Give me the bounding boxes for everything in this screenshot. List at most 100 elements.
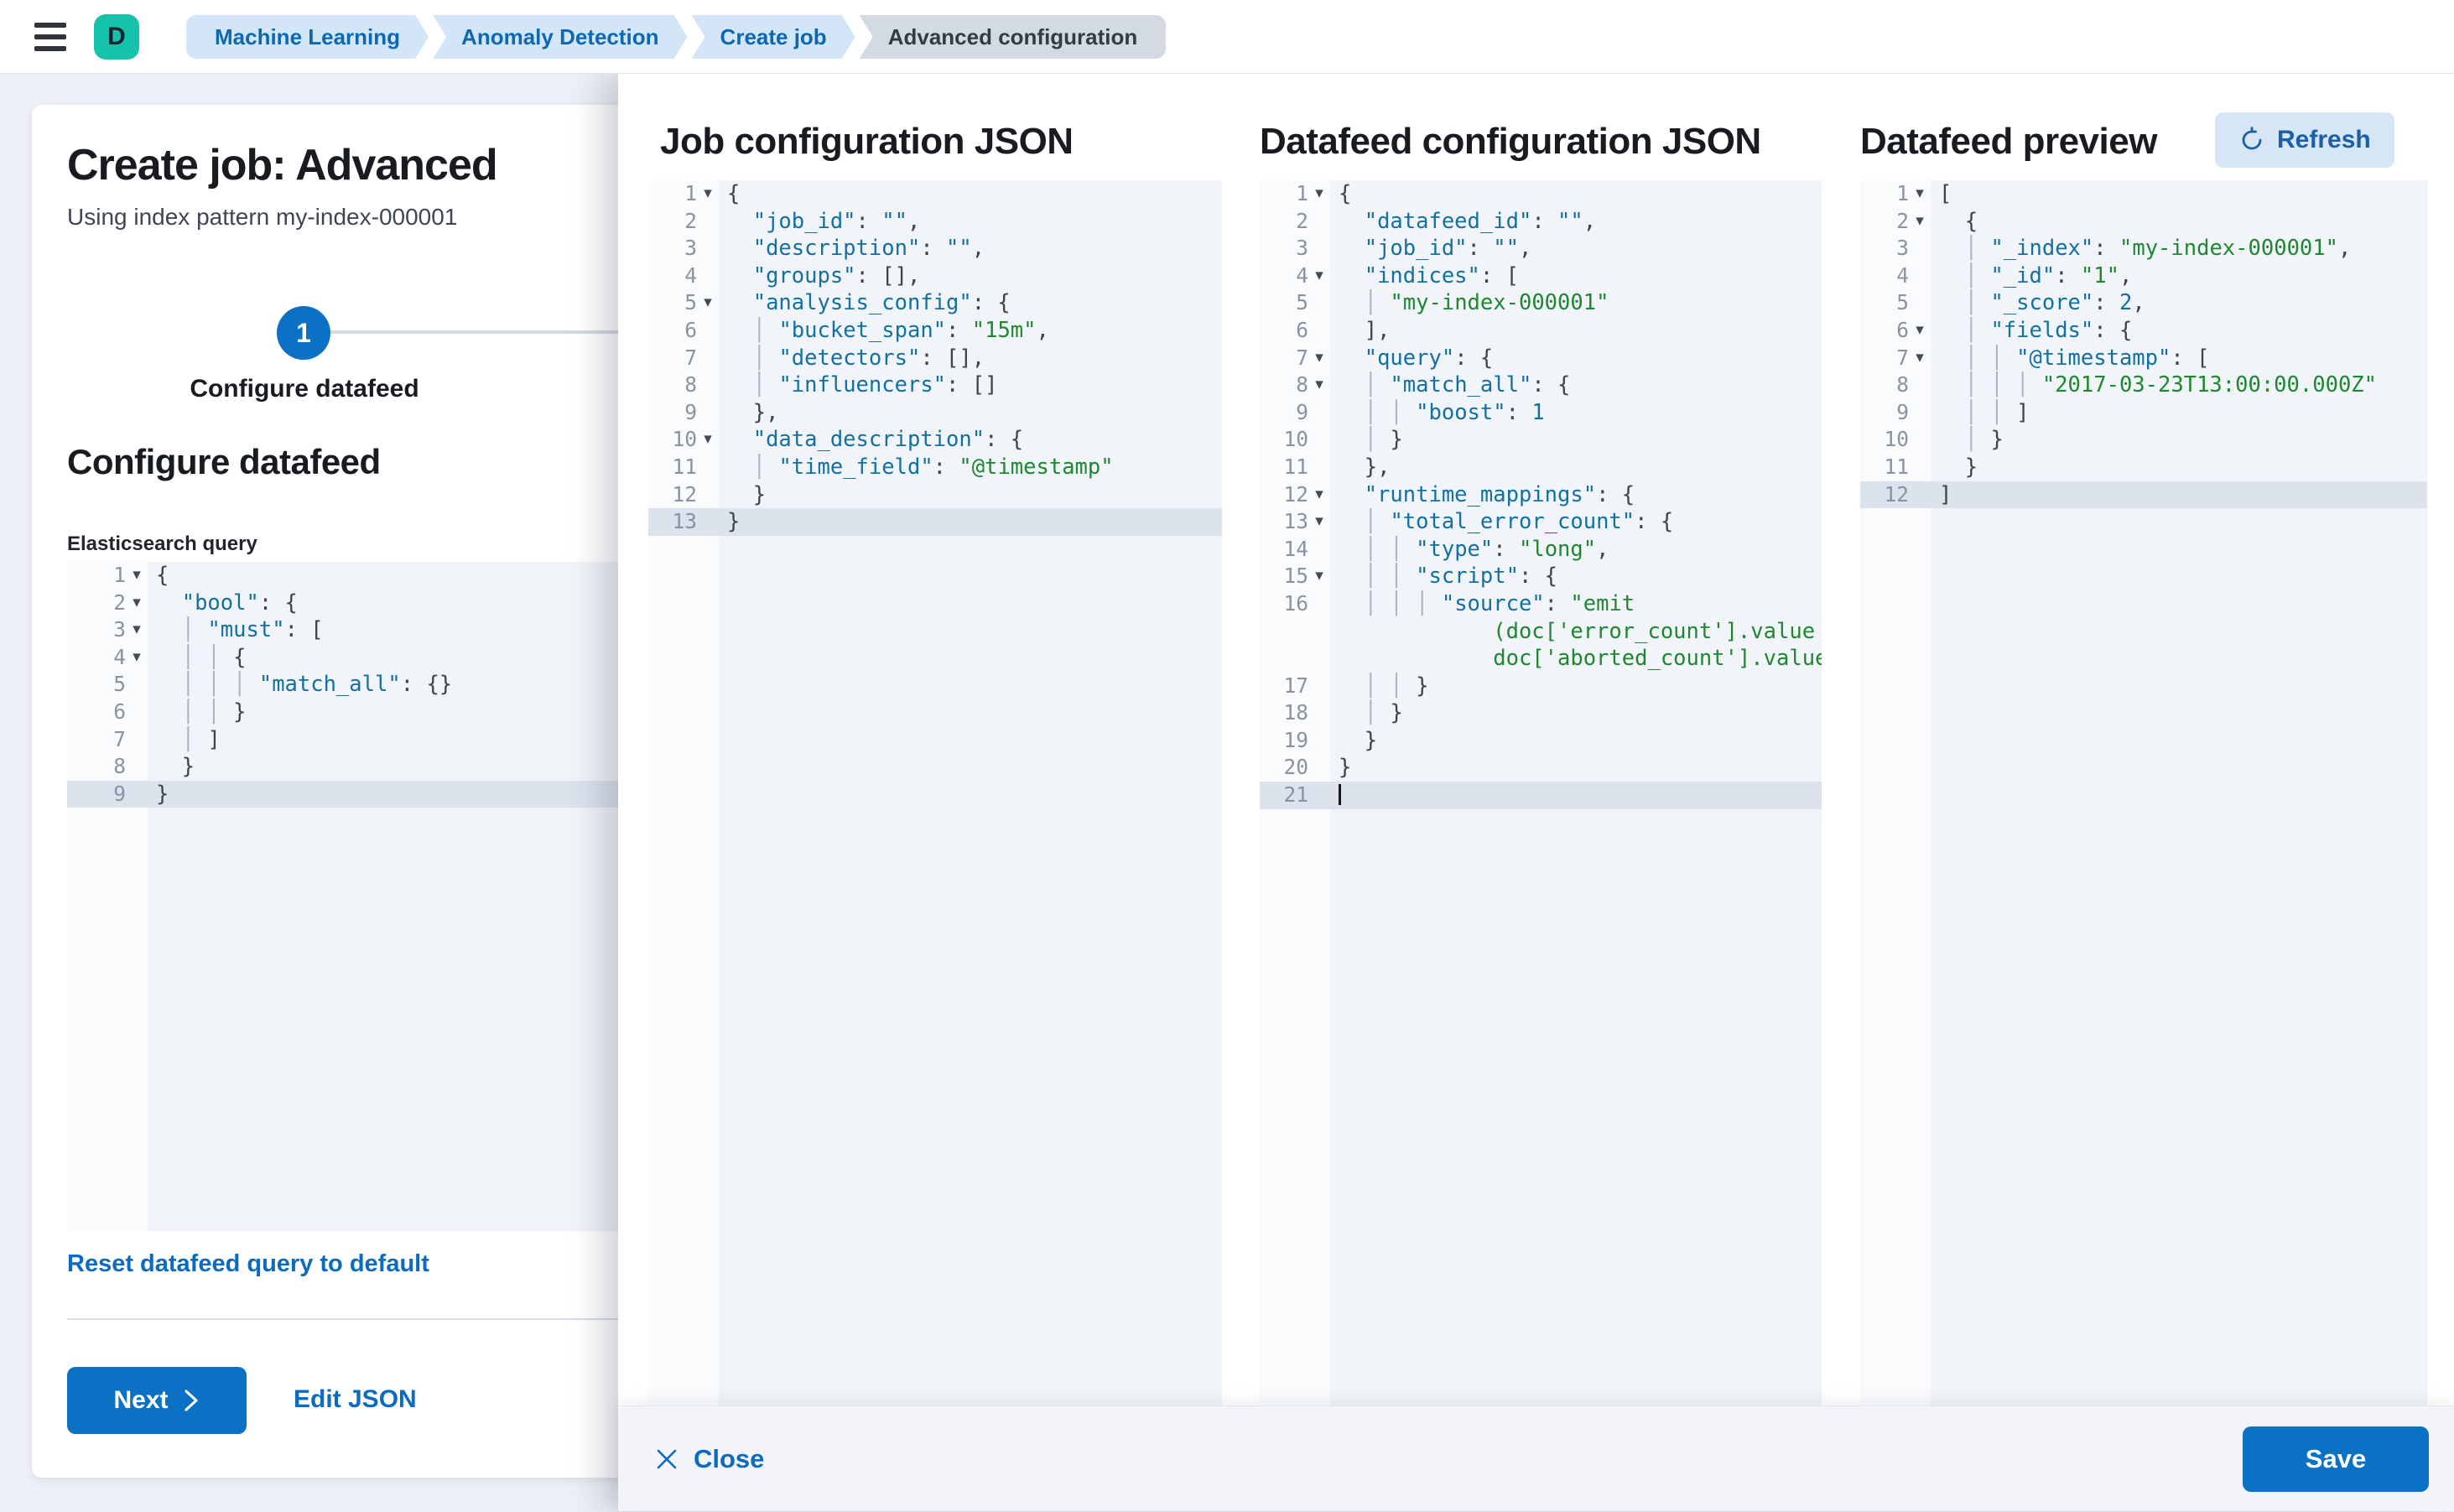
code-line[interactable]: 1▾{ <box>648 180 1222 208</box>
fold-arrow-icon[interactable]: ▾ <box>133 566 141 584</box>
fold-arrow-icon[interactable]: ▾ <box>1315 512 1323 531</box>
code-line[interactable]: 5 │ "_score": 2, <box>1860 289 2427 317</box>
code-line[interactable]: 8 } <box>67 753 629 781</box>
step-indicator[interactable]: 1 <box>277 306 330 360</box>
code-line[interactable]: 2 "datafeed_id": "", <box>1260 208 1822 236</box>
code-line-wrap[interactable]: doc['aborted_count'].value)" <box>1260 645 1822 673</box>
fold-arrow-icon[interactable]: ▾ <box>133 593 141 611</box>
fold-arrow-icon[interactable]: ▾ <box>1315 348 1323 366</box>
breadcrumb-item[interactable]: Machine Learning <box>186 15 429 59</box>
code-line[interactable]: 2 "job_id": "", <box>648 208 1222 236</box>
fold-arrow-icon[interactable]: ▾ <box>133 621 141 639</box>
line-gutter[interactable]: 7▾ <box>1860 345 1931 372</box>
fold-arrow-icon[interactable]: ▾ <box>704 294 712 312</box>
code-line[interactable]: 21 <box>1260 782 1822 809</box>
fold-arrow-icon[interactable]: ▾ <box>1916 320 1924 339</box>
code-line[interactable]: 7▾ "query": { <box>1260 345 1822 372</box>
code-line[interactable]: 12 } <box>648 481 1222 509</box>
code-line[interactable]: 6▾ │ "fields": { <box>1860 317 2427 345</box>
reset-datafeed-query-link[interactable]: Reset datafeed query to default <box>67 1250 429 1277</box>
code-line[interactable]: 15▾ │ │ "script": { <box>1260 563 1822 590</box>
menu-icon[interactable] <box>34 23 66 51</box>
code-line[interactable]: 4 │ "_id": "1", <box>1860 262 2427 290</box>
code-line[interactable]: 20} <box>1260 754 1822 782</box>
code-line[interactable]: 5 │ │ │ "match_all": {} <box>67 671 629 699</box>
line-gutter[interactable]: 2▾ <box>1860 208 1931 236</box>
code-line[interactable]: 18 │ } <box>1260 699 1822 727</box>
code-line[interactable]: 9 }, <box>648 399 1222 427</box>
fold-arrow-icon[interactable]: ▾ <box>1315 184 1323 202</box>
code-line[interactable]: 4▾ "indices": [ <box>1260 262 1822 290</box>
edit-json-link[interactable]: Edit JSON <box>294 1385 417 1413</box>
job-config-editor[interactable]: 1▾{2 "job_id": "",3 "description": "",4 … <box>648 180 1222 1405</box>
code-line[interactable]: 7▾ │ │ "@timestamp": [ <box>1860 345 2427 372</box>
fold-arrow-icon[interactable]: ▾ <box>704 430 712 449</box>
code-line[interactable]: 6 │ │ } <box>67 699 629 726</box>
code-line[interactable]: 2▾ "bool": { <box>67 590 629 617</box>
code-line[interactable]: 1▾[ <box>1860 180 2427 208</box>
code-line[interactable]: 17 │ │ } <box>1260 673 1822 700</box>
code-line[interactable]: 4▾ │ │ { <box>67 644 629 672</box>
next-button[interactable]: Next <box>67 1367 247 1434</box>
line-gutter[interactable]: 7▾ <box>1260 345 1330 372</box>
code-line[interactable]: 7 │ "detectors": [], <box>648 345 1222 372</box>
code-line[interactable]: 10 │ } <box>1260 426 1822 454</box>
line-gutter[interactable]: 1▾ <box>648 180 719 208</box>
code-line-wrap[interactable]: (doc['error_count'].value + <box>1260 618 1822 646</box>
line-gutter[interactable]: 10▾ <box>648 426 719 454</box>
code-line[interactable]: 5 │ "my-index-000001" <box>1260 289 1822 317</box>
code-line[interactable]: 14 │ │ "type": "long", <box>1260 536 1822 564</box>
fold-arrow-icon[interactable]: ▾ <box>704 184 712 202</box>
fold-arrow-icon[interactable]: ▾ <box>1315 266 1323 284</box>
code-line[interactable]: 3 "job_id": "", <box>1260 235 1822 262</box>
code-line[interactable]: 3 "description": "", <box>648 235 1222 262</box>
code-line[interactable]: 1▾{ <box>1260 180 1822 208</box>
code-line[interactable]: 7 │ ] <box>67 726 629 754</box>
line-gutter[interactable]: 13▾ <box>1260 508 1330 536</box>
datafeed-preview-editor[interactable]: 1▾[2▾ {3 │ "_index": "my-index-000001",4… <box>1860 180 2427 1405</box>
code-line[interactable]: 9} <box>67 780 629 808</box>
line-gutter[interactable]: 1▾ <box>67 562 148 590</box>
code-line[interactable]: 11 } <box>1860 454 2427 481</box>
code-line[interactable]: 9 │ │ ] <box>1860 399 2427 427</box>
avatar[interactable]: D <box>94 14 139 60</box>
code-line[interactable]: 6 │ "bucket_span": "15m", <box>648 317 1222 345</box>
code-line[interactable]: 9 │ │ "boost": 1 <box>1260 399 1822 427</box>
code-line[interactable]: 11 │ "time_field": "@timestamp" <box>648 454 1222 481</box>
code-line[interactable]: 16 │ │ │ "source": "emit <box>1260 590 1822 618</box>
code-line[interactable]: 8▾ │ "match_all": { <box>1260 372 1822 399</box>
line-gutter[interactable]: 4▾ <box>67 644 148 672</box>
breadcrumb-item[interactable]: Create job <box>692 15 855 59</box>
code-line[interactable]: 13} <box>648 508 1222 536</box>
line-gutter[interactable]: 5▾ <box>648 289 719 317</box>
line-gutter[interactable]: 6▾ <box>1860 317 1931 345</box>
line-gutter[interactable]: 15▾ <box>1260 563 1330 590</box>
code-line[interactable]: 12] <box>1860 481 2427 509</box>
code-line[interactable]: 3 │ "_index": "my-index-000001", <box>1860 235 2427 262</box>
fold-arrow-icon[interactable]: ▾ <box>1315 376 1323 394</box>
fold-arrow-icon[interactable]: ▾ <box>1916 211 1924 230</box>
close-button[interactable]: Close <box>655 1406 764 1512</box>
code-line[interactable]: 5▾ "analysis_config": { <box>648 289 1222 317</box>
fold-arrow-icon[interactable]: ▾ <box>1916 348 1924 366</box>
code-line[interactable]: 8 │ "influencers": [] <box>648 372 1222 399</box>
line-gutter[interactable]: 1▾ <box>1860 180 1931 208</box>
line-gutter[interactable]: 4▾ <box>1260 262 1330 290</box>
refresh-button[interactable]: Refresh <box>2215 112 2394 168</box>
code-line[interactable]: 10▾ "data_description": { <box>648 426 1222 454</box>
save-button[interactable]: Save <box>2243 1426 2429 1492</box>
code-line[interactable]: 19 } <box>1260 727 1822 755</box>
code-line[interactable]: 12▾ "runtime_mappings": { <box>1260 481 1822 509</box>
code-line[interactable]: 13▾ │ "total_error_count": { <box>1260 508 1822 536</box>
line-gutter[interactable]: 2▾ <box>67 590 148 617</box>
code-line[interactable]: 3▾ │ "must": [ <box>67 616 629 644</box>
line-gutter[interactable]: 3▾ <box>67 616 148 644</box>
code-line[interactable]: 2▾ { <box>1860 208 2427 236</box>
fold-arrow-icon[interactable]: ▾ <box>1315 485 1323 503</box>
code-line[interactable]: 11 }, <box>1260 454 1822 481</box>
code-line[interactable]: 1▾{ <box>67 562 629 590</box>
code-line[interactable]: 4 "groups": [], <box>648 262 1222 290</box>
fold-arrow-icon[interactable]: ▾ <box>1916 184 1924 202</box>
fold-arrow-icon[interactable]: ▾ <box>133 647 141 666</box>
line-gutter[interactable]: 1▾ <box>1260 180 1330 208</box>
